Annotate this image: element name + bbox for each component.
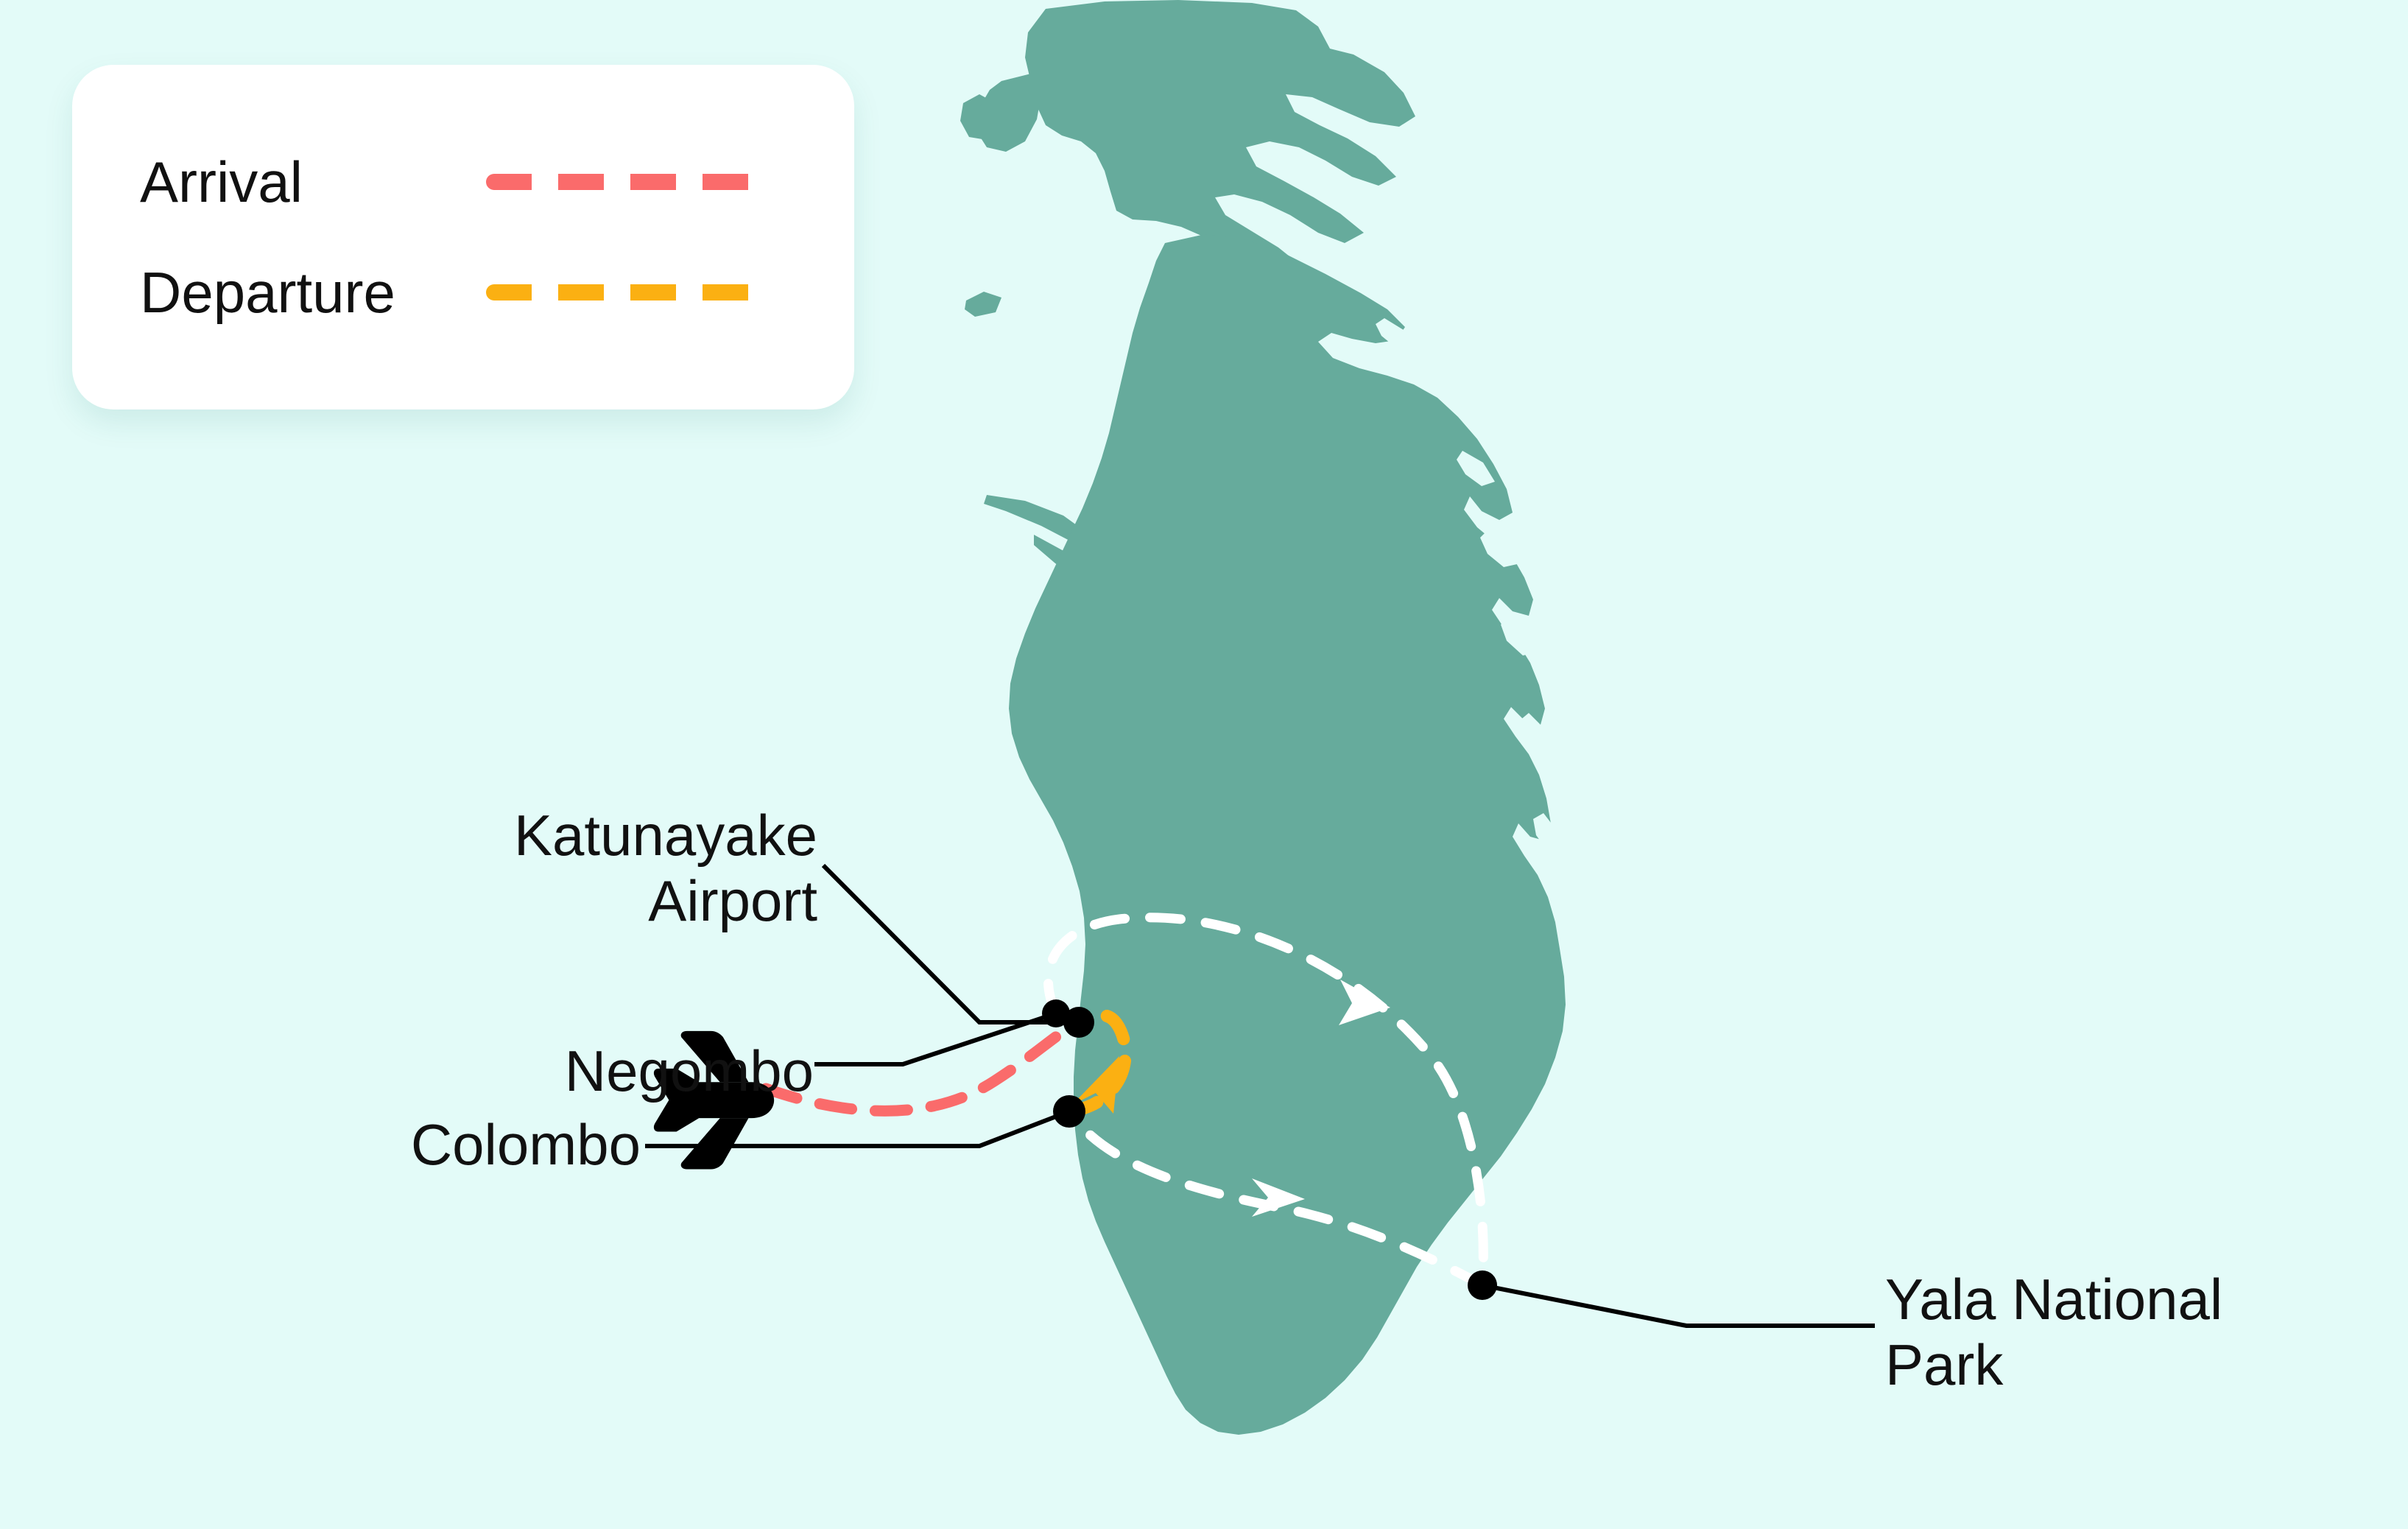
place-label-negombo[interactable]: Negombo bbox=[564, 1038, 814, 1103]
place-label-katunayake-airport[interactable]: Katunayake Airport bbox=[514, 803, 817, 933]
route-outbound-ground bbox=[1043, 913, 1488, 1290]
land-shapes bbox=[960, 0, 1566, 1435]
route-arrival-flight bbox=[760, 1016, 1085, 1117]
east-coast-lagoons bbox=[1376, 318, 1561, 851]
marker-katunayake[interactable] bbox=[1063, 1007, 1094, 1038]
route-return-ground bbox=[1064, 1106, 1488, 1290]
route-arrow-departure bbox=[1072, 1056, 1119, 1114]
legend-label-departure: Departure bbox=[140, 260, 395, 325]
place-label-colombo[interactable]: Colombo bbox=[410, 1112, 641, 1177]
legend-card: Arrival Departure bbox=[72, 65, 854, 410]
leader-colombo bbox=[645, 1109, 1071, 1148]
dashed-line-icon-arrival bbox=[486, 174, 758, 190]
leader-yala bbox=[1482, 1283, 1875, 1328]
west-coast-notch bbox=[1040, 1066, 1069, 1178]
legend-item-arrival[interactable]: Arrival bbox=[72, 127, 854, 237]
airplane-icon bbox=[653, 1030, 775, 1170]
marker-yala[interactable] bbox=[1468, 1270, 1497, 1300]
islet-nw bbox=[965, 292, 1001, 317]
jaffna-peninsula bbox=[1025, 0, 1415, 275]
leader-negombo bbox=[814, 1011, 1057, 1066]
route-arrow-outbound bbox=[1339, 980, 1390, 1025]
legend-label-arrival: Arrival bbox=[140, 150, 303, 214]
route-arrow-return bbox=[1252, 1178, 1305, 1217]
marker-colombo[interactable] bbox=[1053, 1095, 1085, 1128]
dashed-line-icon-departure bbox=[486, 284, 758, 300]
jaffna-west-lobe bbox=[976, 74, 1041, 152]
place-label-yala-national-park[interactable]: Yala National Park bbox=[1885, 1267, 2223, 1397]
marker-negombo[interactable] bbox=[1042, 999, 1070, 1027]
route-departure-flight bbox=[1063, 1009, 1132, 1118]
place-markers[interactable] bbox=[1042, 999, 1497, 1300]
sri-lanka-mainland bbox=[1009, 234, 1566, 1435]
legend-item-departure[interactable]: Departure bbox=[72, 237, 854, 348]
